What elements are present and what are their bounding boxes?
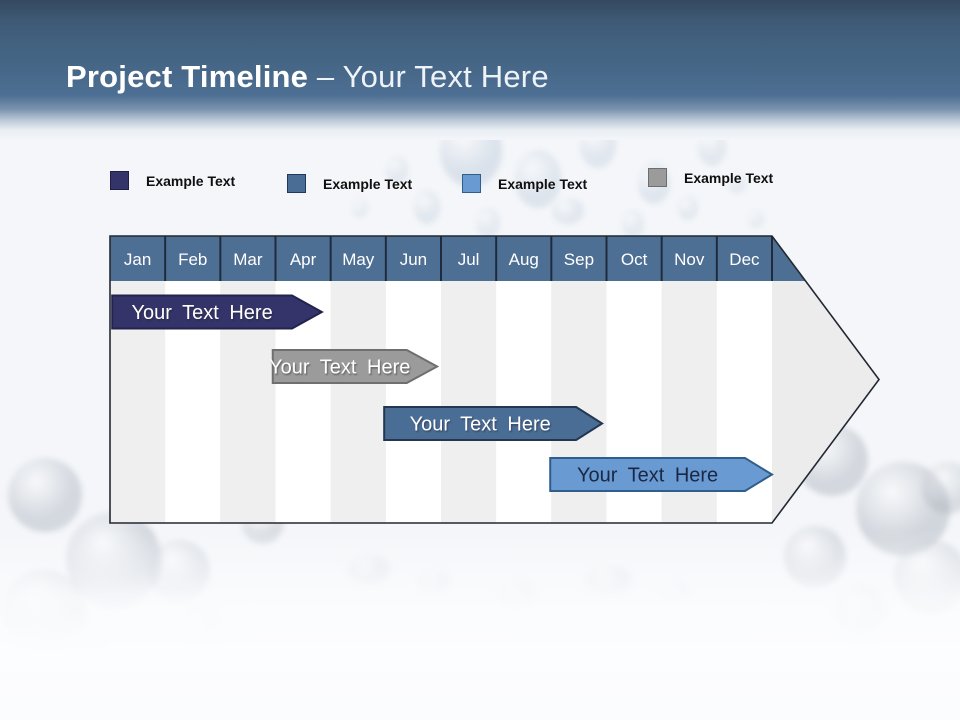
month-label: Sep — [564, 250, 594, 269]
month-column — [441, 236, 497, 523]
legend-swatch — [462, 174, 481, 193]
legend-item: Example Text — [287, 173, 412, 194]
task-bar-label: Your Text Here — [132, 302, 273, 324]
month-column — [220, 236, 276, 523]
page-title-bold: Project Timeline — [66, 59, 317, 94]
legend-swatch — [110, 171, 129, 190]
month-header-band — [110, 236, 806, 281]
month-label: Mar — [233, 250, 263, 269]
task-bar-label: Your Text Here — [577, 465, 718, 487]
task-bar — [549, 457, 774, 492]
month-column — [110, 236, 166, 523]
title-band: Project Timeline – Your Text Here — [0, 0, 960, 140]
page-title: Project Timeline – Your Text Here — [66, 58, 549, 96]
month-column — [496, 236, 552, 523]
legend-label: Example Text — [684, 169, 774, 186]
task-bar-label: Your Text Here — [269, 357, 410, 379]
legend-swatch — [287, 174, 306, 193]
legend-item: Example Text — [110, 170, 235, 191]
task-bar — [111, 294, 324, 330]
legend-label: Example Text — [146, 172, 236, 189]
month-label: Jan — [124, 250, 151, 269]
page-title-regular: – Your Text Here — [316, 59, 549, 94]
task-bar-label: Your Text Here — [410, 414, 551, 436]
month-label: May — [342, 250, 375, 269]
legend-item: Example Text — [648, 167, 773, 188]
month-label: Dec — [729, 250, 760, 269]
month-label: Feb — [178, 250, 207, 269]
month-column — [165, 236, 221, 523]
month-label: Nov — [674, 250, 705, 269]
month-label: Jul — [458, 250, 480, 269]
task-bar — [271, 349, 440, 384]
legend-label: Example Text — [498, 175, 588, 192]
month-label: Oct — [621, 250, 648, 269]
legend-swatch — [648, 168, 667, 187]
month-label: Aug — [509, 250, 539, 269]
legend-item: Example Text — [462, 173, 587, 194]
month-label: Jun — [400, 250, 427, 269]
month-label: Apr — [290, 250, 317, 269]
task-bar — [383, 406, 604, 441]
timeline-arrow-outline — [109, 235, 880, 524]
legend-label: Example Text — [323, 175, 413, 192]
